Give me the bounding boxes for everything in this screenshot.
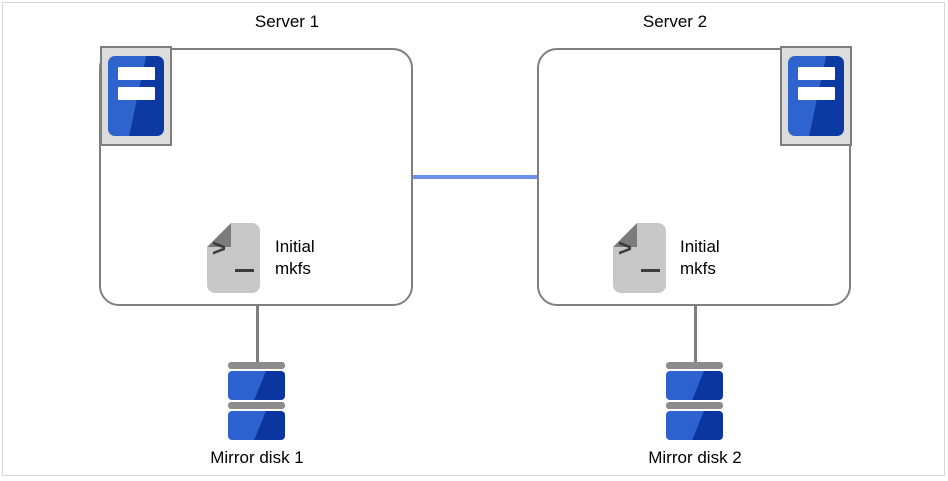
- prompt-glyph: >: [618, 235, 633, 262]
- script-label-line1: Initial: [275, 237, 315, 256]
- server-slot-shape: [118, 87, 155, 100]
- disk-cap-shape: [228, 402, 285, 409]
- disk-platter-shape: [228, 371, 285, 400]
- mirror-disk2-label: Mirror disk 2: [648, 448, 742, 467]
- cursor-underscore-shape: [641, 269, 660, 272]
- server-slot-shape: [118, 67, 155, 80]
- disk-platter-shape: [666, 371, 723, 400]
- server2-title: Server 2: [642, 12, 708, 31]
- server1-disk-connector: [256, 306, 259, 362]
- server-slot-shape: [798, 67, 835, 80]
- server2-script-label: Initial mkfs: [680, 236, 720, 280]
- script-label-line2: mkfs: [680, 259, 716, 278]
- server1-title: Server 1: [254, 12, 320, 31]
- disk-platter-shape: [228, 411, 285, 440]
- server1-script-label: Initial mkfs: [275, 236, 315, 280]
- script-label-line1: Initial: [680, 237, 720, 256]
- disk-cap-shape: [228, 362, 285, 369]
- server-icon: [780, 46, 852, 146]
- interconnect-line: [413, 175, 537, 179]
- mirror-disk-icon: [666, 362, 723, 440]
- disk-platter-shape: [666, 411, 723, 440]
- server-slot-shape: [798, 87, 835, 100]
- disk-cap-shape: [666, 402, 723, 409]
- mirror-disk-icon: [228, 362, 285, 440]
- disk-cap-shape: [666, 362, 723, 369]
- server2-disk-connector: [694, 306, 697, 362]
- cursor-underscore-shape: [235, 269, 254, 272]
- server-tower-shape: [108, 56, 164, 136]
- mirror-disk1-label: Mirror disk 1: [210, 448, 304, 467]
- prompt-glyph: >: [212, 235, 227, 262]
- script-label-line2: mkfs: [275, 259, 311, 278]
- server-tower-shape: [788, 56, 844, 136]
- server-icon: [100, 46, 172, 146]
